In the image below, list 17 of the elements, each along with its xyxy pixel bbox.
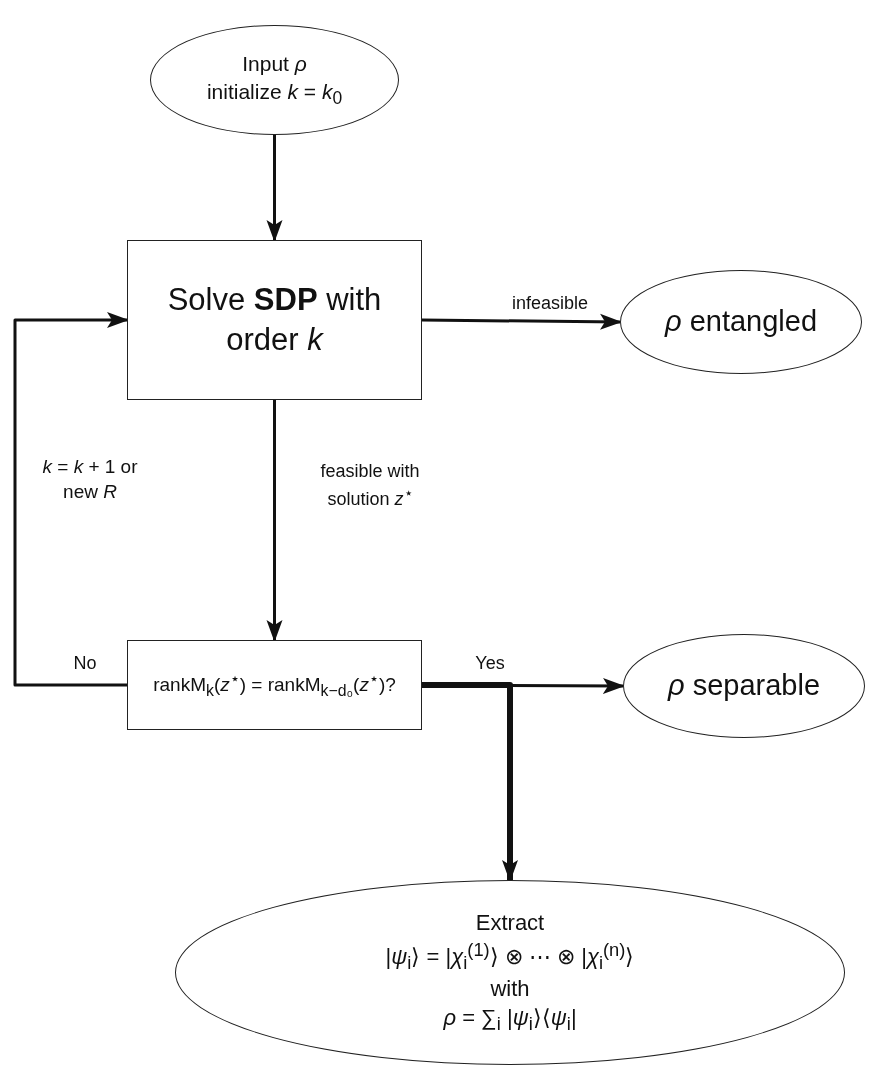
node-text: Solve SDP with order k [166,280,383,359]
node-text: ρ separable [667,668,821,704]
process-box [127,240,422,400]
arrow [422,682,518,882]
process-box [127,640,422,730]
node-text: initialize k = k$_{0}$ [206,78,343,110]
arrow [266,135,283,242]
node-text: Extract [475,909,545,938]
node-text: ρ entangled [664,304,818,340]
node-text: |ψ$_{i}$⟩ = |χ$_{i}$$^{(1)}$⟩ ⊗ ⋯ ⊗ |χ$_{i}$$^{(n)}$⟩ [385,937,635,976]
node-text: Input ρ [242,51,307,78]
node-text: ρ = ∑$_{i}$ |ψ$_{i}$⟩⟨ψ$_{i}$| [443,1003,577,1036]
node-text: with [490,975,530,1004]
arrow [422,313,622,330]
node-text: rankM$_{k}$(z$^{⋆}$) = rankM$_{k−d₀}$(z$^{⋆}$)? [153,668,396,701]
arrow [13,312,129,687]
arrow [266,400,283,642]
